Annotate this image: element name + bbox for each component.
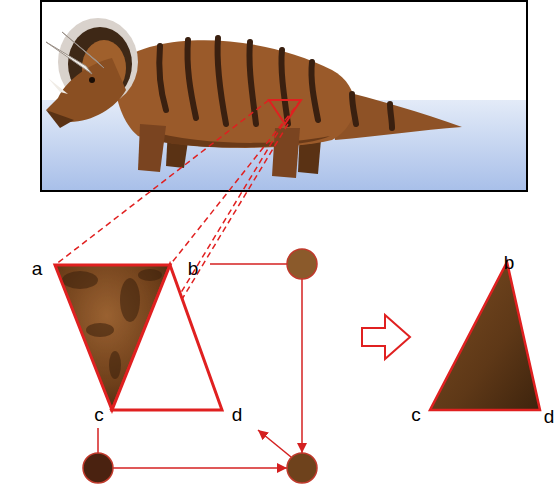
zoom-lines (55, 100, 301, 410)
drawing-part (62, 271, 98, 289)
dino-stripes (159, 38, 392, 128)
result-arrow (362, 315, 410, 359)
vertex-label: a (32, 259, 43, 278)
drawing-part (120, 278, 140, 322)
photo (41, 1, 527, 191)
vertex-label: d (232, 405, 243, 424)
interpolated-triangle (430, 262, 540, 410)
drawing-part (170, 100, 301, 265)
dino-horn (62, 32, 104, 68)
dino-horn (48, 78, 68, 94)
vertex-label: b (188, 259, 199, 278)
color-circle (83, 453, 113, 483)
color-circle (287, 453, 317, 483)
drawing-part (390, 104, 392, 128)
drawing-part (187, 40, 196, 118)
color-circle (287, 249, 317, 279)
arrow (258, 430, 291, 457)
drawing-part (281, 50, 288, 124)
arrow (113, 467, 287, 469)
photo-sky (41, 1, 527, 191)
drawing-part (352, 94, 356, 124)
vertex-label: c (411, 405, 421, 424)
dino-horn (46, 42, 92, 74)
dino-jaw (46, 110, 74, 128)
arrow (301, 279, 303, 453)
dino-leg (138, 124, 166, 172)
vertex-label: c (94, 405, 104, 424)
drawing-part (159, 46, 166, 110)
drawing-part (311, 62, 318, 120)
drawing-part (55, 100, 269, 265)
dino-eye (89, 77, 95, 83)
dino-belly (145, 130, 330, 148)
drawing-part (138, 269, 162, 281)
vertex-label: b (504, 253, 515, 272)
empty-triangle (112, 265, 222, 410)
photo-frame (41, 1, 527, 191)
drawing-part (109, 351, 121, 379)
leader-line (97, 428, 99, 453)
vertex-label: d (544, 407, 555, 426)
leader-line (210, 263, 287, 265)
drawing-part (217, 38, 226, 124)
drawing-part (86, 323, 114, 337)
